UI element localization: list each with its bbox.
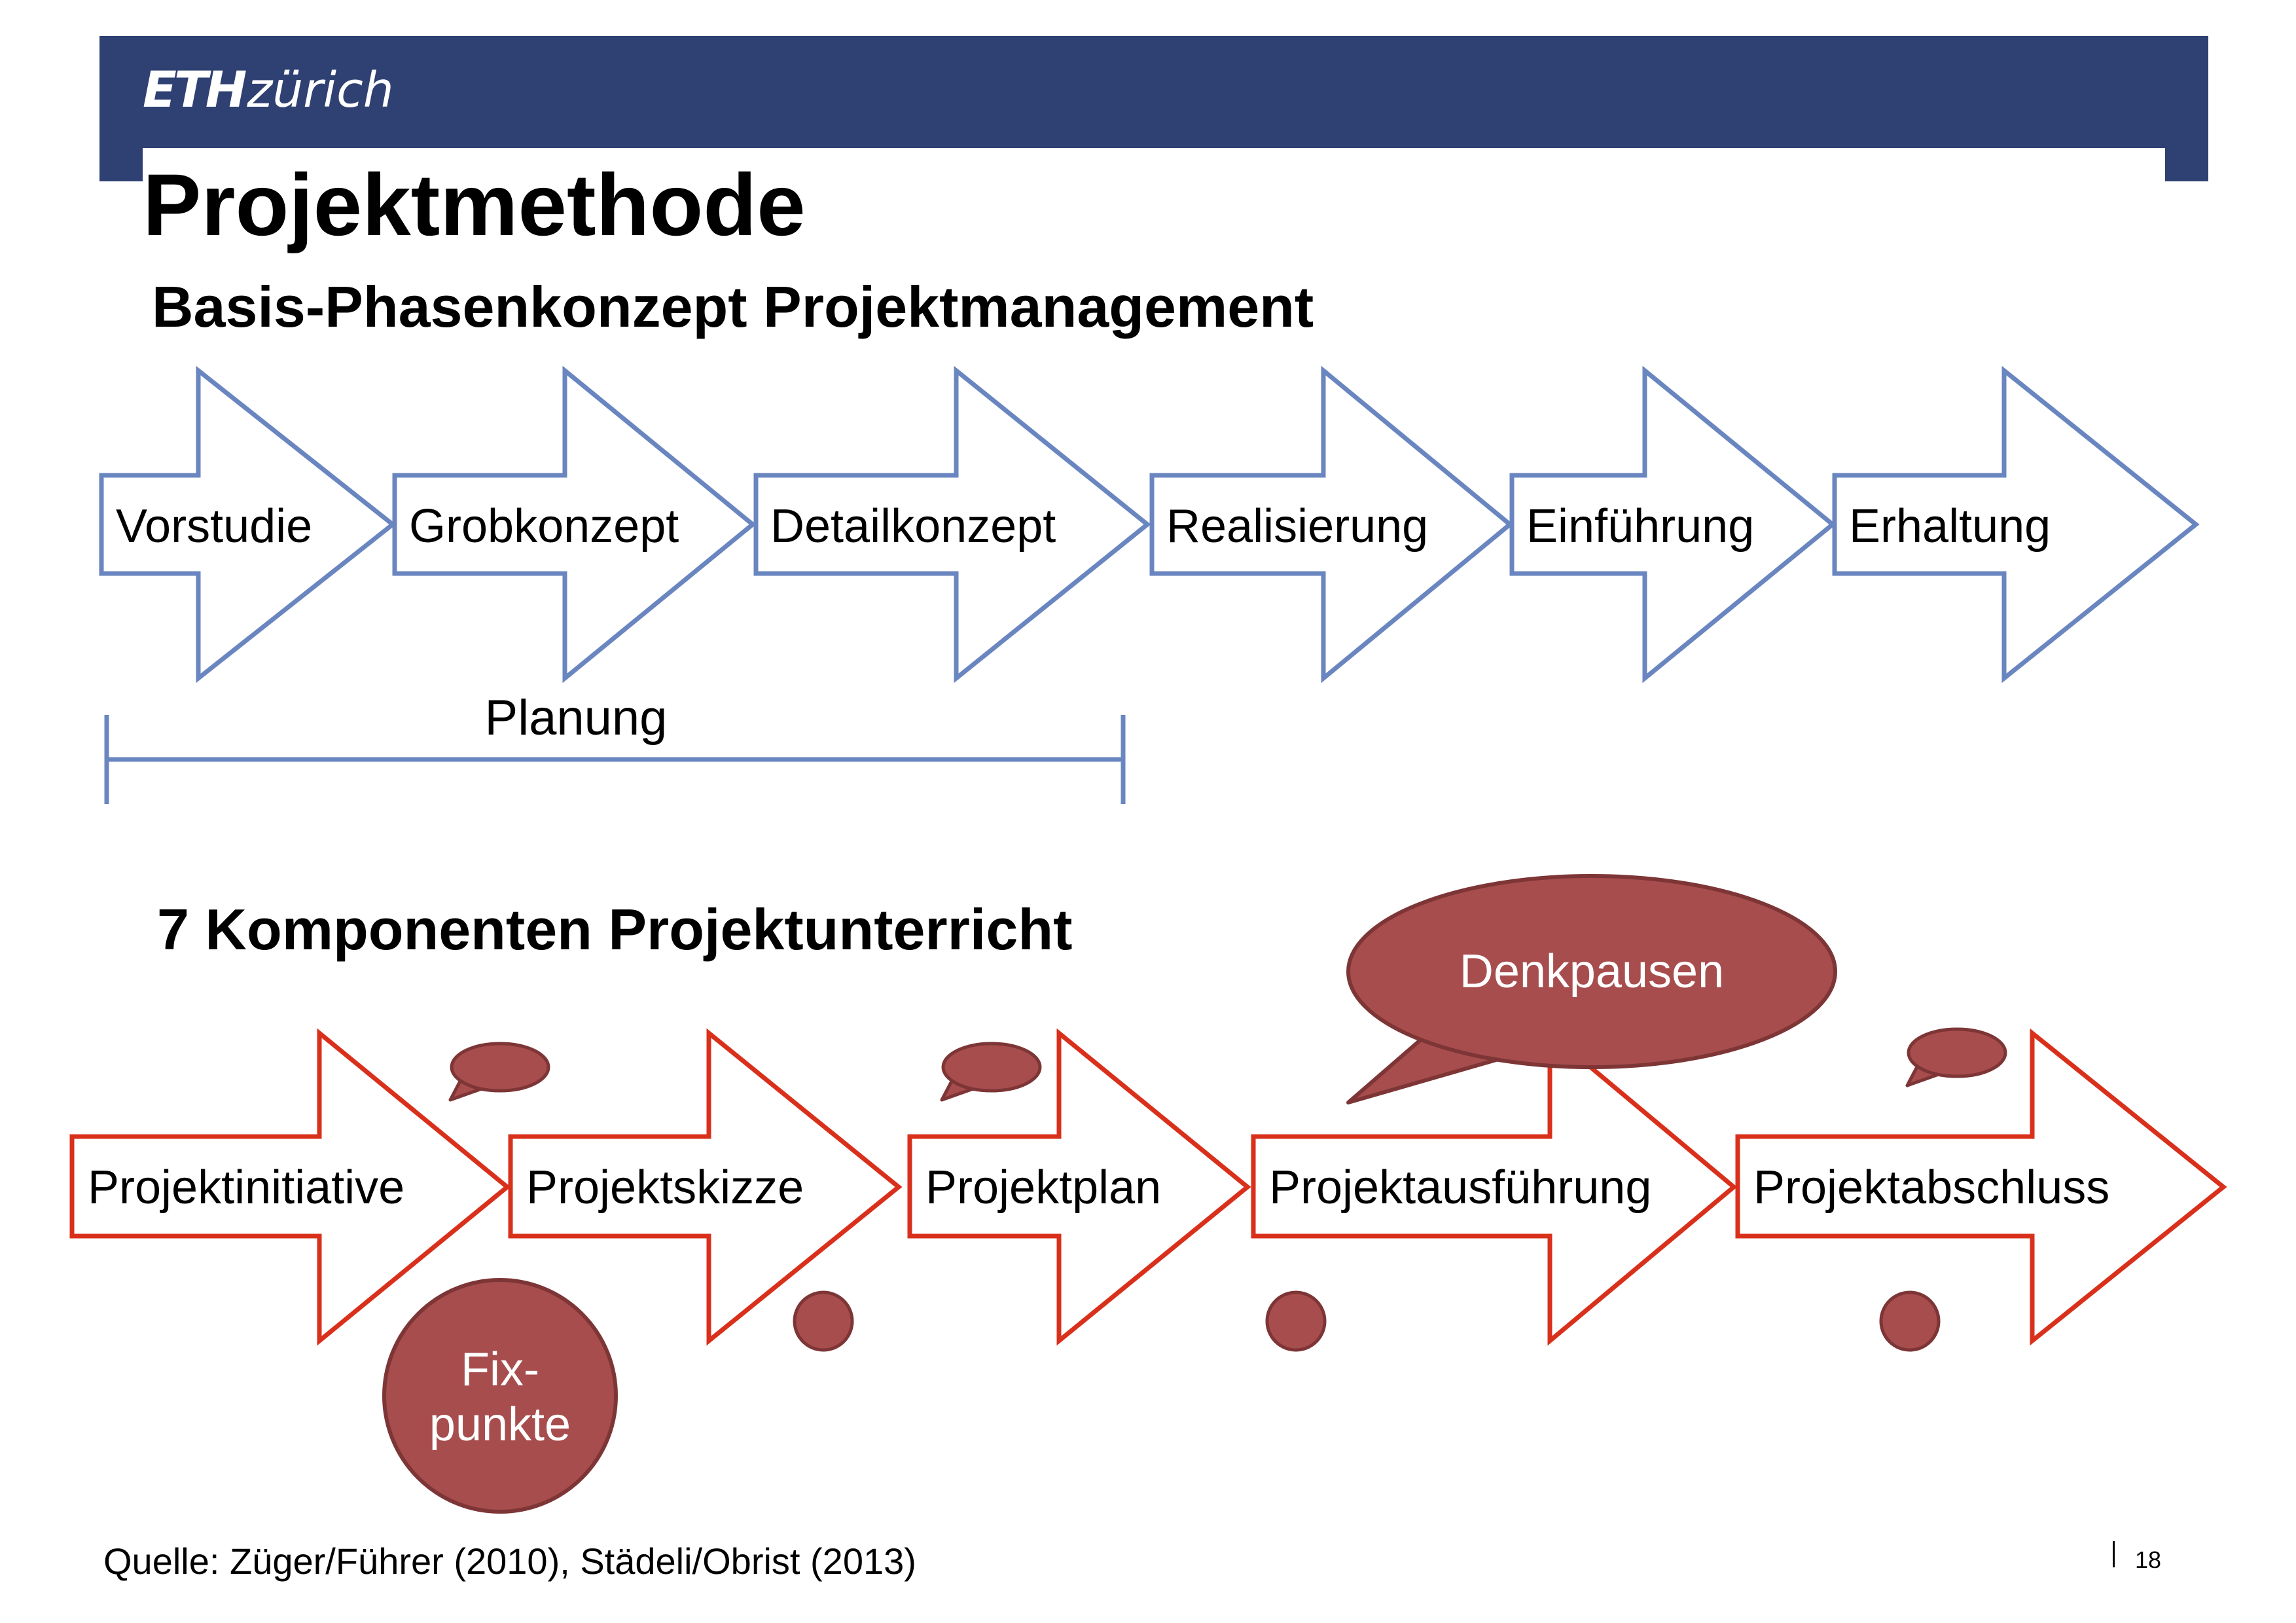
component-label: Projektskizze — [526, 1161, 804, 1214]
component-arrow — [1735, 1028, 2227, 1346]
section-heading-phases: Basis-Phasenkonzept Projektmanagement — [152, 274, 1314, 339]
component-arrow — [907, 1028, 1251, 1346]
phase-label: Realisierung — [1166, 500, 1428, 553]
page-number: 18 — [2135, 1546, 2162, 1573]
fixpunkte-line: punkte — [429, 1398, 571, 1451]
phase-arrow — [1509, 365, 1837, 684]
header-tab — [143, 148, 2165, 187]
fixpunkte-line: Fix- — [461, 1343, 539, 1396]
phase-label: Einführung — [1526, 500, 1754, 553]
phase-label: Erhaltung — [1849, 500, 2051, 553]
component-arrow — [1251, 1028, 1738, 1346]
section-heading-components: 7 Komponenten Projektunterricht — [157, 897, 1073, 962]
planung-label: Planung — [485, 690, 668, 746]
marker-dot — [793, 1290, 854, 1352]
component-label: Projektplan — [925, 1161, 1161, 1214]
phase-arrow — [1832, 365, 2200, 684]
component-arrow — [508, 1028, 903, 1346]
phase-label: Grobkonzept — [409, 500, 679, 553]
planung-bracket: Planung — [104, 690, 1126, 804]
logo-mark: ETH — [143, 60, 247, 119]
page-separator — [2113, 1541, 2115, 1567]
component-label: Projektausführung — [1269, 1161, 1651, 1214]
speech-bubble — [941, 1042, 1042, 1093]
phase-label: Vorstudie — [116, 500, 312, 553]
fixpunkte-label: Fix-punkte — [429, 1343, 571, 1451]
eth-logo: ETHzürich — [143, 60, 394, 119]
marker-dot — [1265, 1290, 1327, 1352]
component-label: Projektinitiative — [88, 1161, 404, 1214]
page-title: Projektmethode — [143, 156, 806, 254]
marker-dot — [1879, 1290, 1941, 1352]
component-arrows-row: Projektinitiative Projektskizze Projektpla… — [69, 1028, 2227, 1346]
phase-arrow — [99, 365, 397, 684]
speech-bubble — [450, 1042, 550, 1093]
logo-city: zürich — [247, 62, 394, 119]
phase-label: Detailkonzept — [770, 500, 1056, 553]
speech-bubble — [1907, 1027, 2007, 1078]
source-note: Quelle: Züger/Führer (2010), Städeli/Obr… — [103, 1541, 916, 1582]
phase-arrow — [1149, 365, 1514, 684]
denkpausen-bubble — [1346, 874, 1837, 1069]
fixpunkte-circle — [382, 1278, 618, 1514]
component-label: Projektabschluss — [1753, 1161, 2109, 1214]
phase-arrow — [392, 365, 757, 684]
phase-arrows-row: Vorstudie Grobkonzept Detailkonzept Realisi… — [99, 365, 2200, 684]
phase-arrow — [753, 365, 1151, 684]
component-arrow — [69, 1028, 511, 1346]
denkpausen-label: Denkpausen — [1460, 945, 1724, 998]
